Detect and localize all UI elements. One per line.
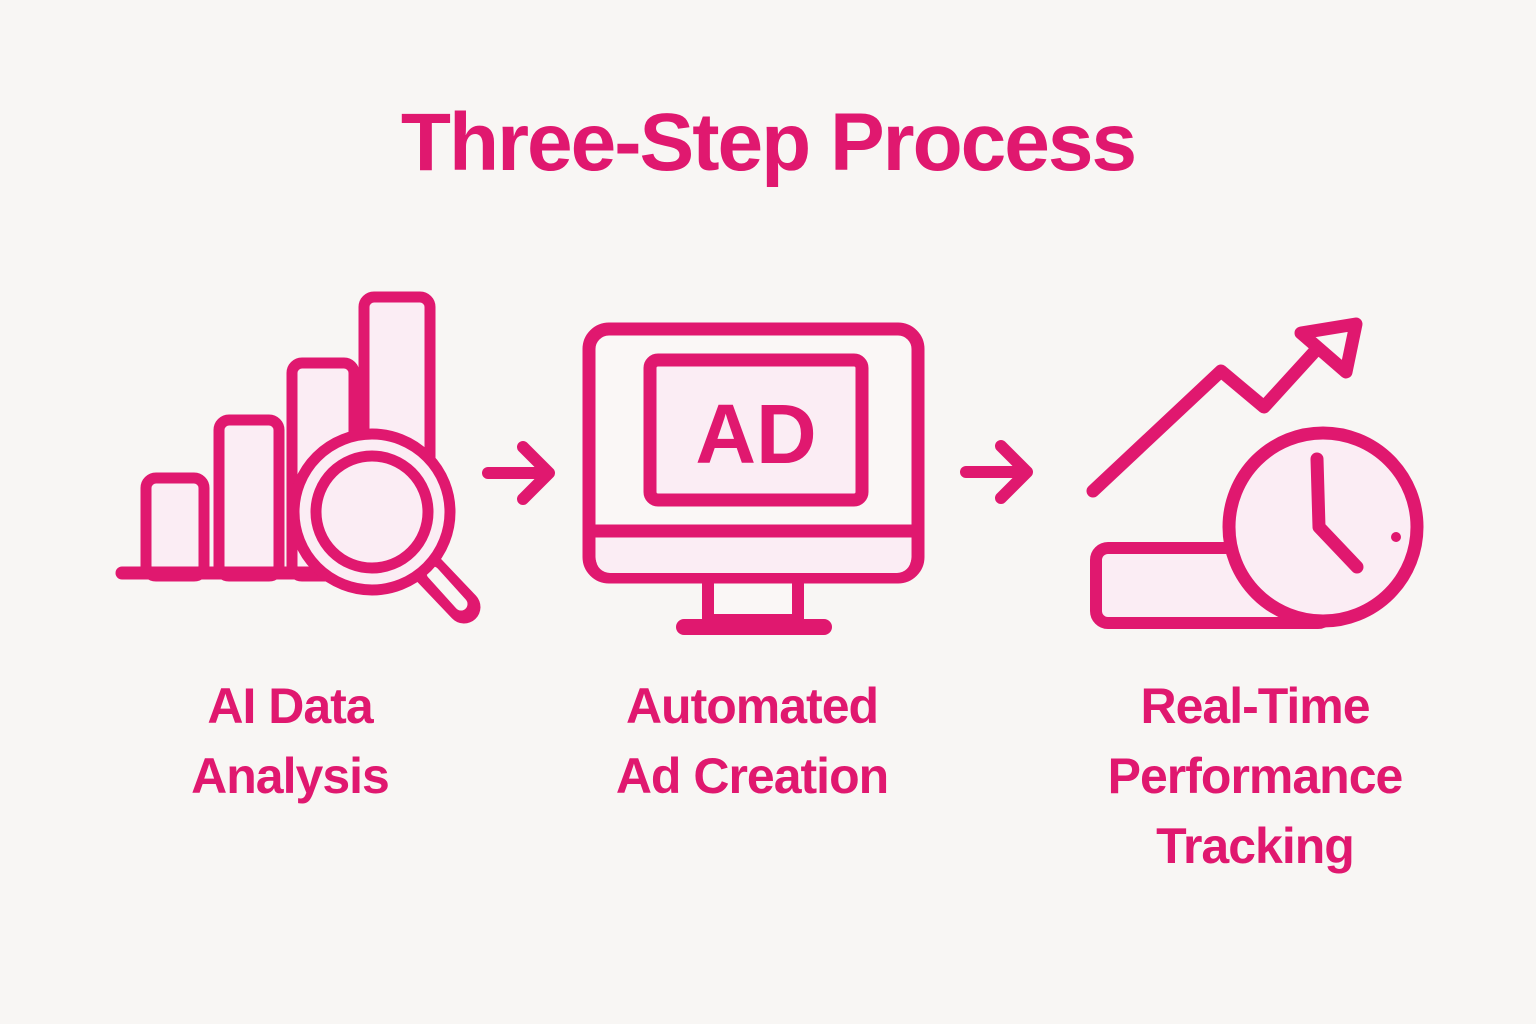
bar-1 [140, 472, 210, 582]
arrow-head [517, 441, 555, 505]
ad-box [643, 353, 869, 507]
trend-line [1086, 343, 1323, 498]
arrow-head [995, 440, 1033, 504]
clock-hands [1310, 452, 1364, 574]
bar-chart-magnifier-icon [115, 291, 481, 624]
monitor-bottom-strip [596, 527, 911, 573]
ad-text: AD [695, 387, 816, 481]
magnifier-handle-hollow [426, 566, 468, 611]
magnifier-lens [310, 450, 434, 574]
label-line: Performance [1107, 748, 1404, 804]
arrow-right-icon [482, 441, 555, 505]
bar-2 [213, 414, 285, 582]
clock-tick-dot [1391, 532, 1401, 542]
magnifier [288, 428, 481, 624]
step-label-ai-data-analysis: AI Data Analysis [90, 671, 490, 811]
label-line: AI Data [207, 678, 373, 734]
arrow-right-icon [960, 440, 1033, 504]
trend-arrow-clock-icon [1086, 317, 1424, 629]
monitor-ad-icon: AD [582, 322, 925, 635]
label-line: Real-Time [1140, 678, 1370, 734]
label-line: Ad Creation [615, 748, 889, 804]
label-line: Analysis [191, 748, 390, 804]
trend-arrowhead [1294, 317, 1363, 379]
page-title: Three-Step Process [400, 97, 1137, 188]
step-label-real-time-performance-tracking: Real-Time Performance Tracking [1055, 671, 1455, 881]
label-line: Automated [625, 678, 879, 734]
label-line: Tracking [1156, 818, 1355, 874]
step-label-automated-ad-creation: Automated Ad Creation [552, 671, 952, 811]
